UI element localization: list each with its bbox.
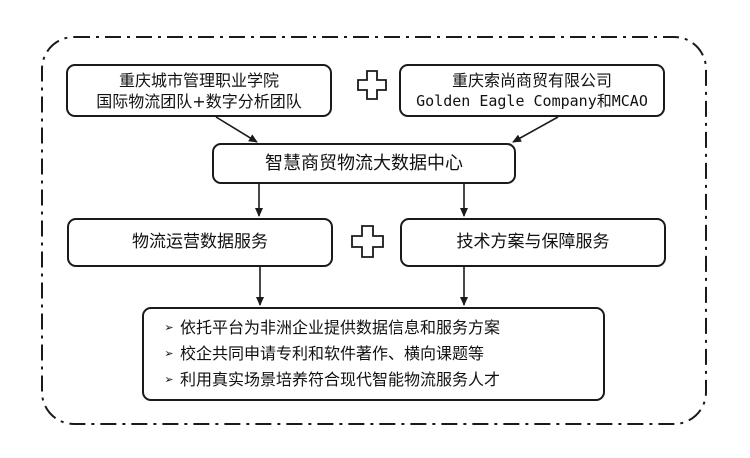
box-school-name: 重庆城市管理职业学院	[118, 70, 279, 90]
box-school-teams-text: 国际物流团队+数字分析团队	[96, 91, 302, 111]
box-tech-support-service: 技术方案与保障服务	[400, 218, 666, 267]
list-item-text: 利用真实场景培养符合现代智能物流服务人才	[180, 370, 501, 389]
logistics-data-service-label: 物流运营数据服务	[132, 232, 268, 252]
box-company-partners-text: Golden Eagle Company和MCAO	[416, 91, 648, 110]
tech-support-service-label: 技术方案与保障服务	[456, 232, 610, 252]
box-company-partners: 重庆索尚商贸有限公司 Golden Eagle Company和MCAO	[399, 64, 665, 117]
box-logistics-data-service: 物流运营数据服务	[67, 218, 333, 267]
box-data-center: 智慧商贸物流大数据中心	[212, 143, 516, 184]
arrow-top-left-to-center	[215, 116, 258, 143]
box-school-teams: 重庆城市管理职业学院 国际物流团队+数字分析团队	[66, 64, 332, 117]
outer-dashed-frame	[41, 36, 707, 425]
bullet-arrow-icon: ➢	[164, 373, 174, 386]
bullet-arrow-icon: ➢	[164, 321, 174, 334]
arrow-top-right-to-center	[512, 116, 559, 143]
list-item: ➢ 利用真实场景培养符合现代智能物流服务人才	[158, 367, 500, 393]
data-center-label: 智慧商贸物流大数据中心	[265, 153, 463, 174]
bullet-arrow-icon: ➢	[164, 347, 174, 360]
plus-icon-top	[357, 70, 387, 100]
plus-icon-middle	[351, 225, 384, 258]
list-item-text: 依托平台为非洲企业提供数据信息和服务方案	[180, 318, 501, 337]
list-item-text: 校企共同申请专利和软件著作、横向课题等	[180, 344, 485, 363]
list-item: ➢ 校企共同申请专利和软件著作、横向课题等	[158, 341, 484, 367]
list-item: ➢ 依托平台为非洲企业提供数据信息和服务方案	[158, 315, 500, 341]
box-company-name: 重庆索尚商贸有限公司	[451, 70, 612, 90]
box-outcomes-list: ➢ 依托平台为非洲企业提供数据信息和服务方案 ➢ 校企共同申请专利和软件著作、横…	[142, 307, 605, 401]
